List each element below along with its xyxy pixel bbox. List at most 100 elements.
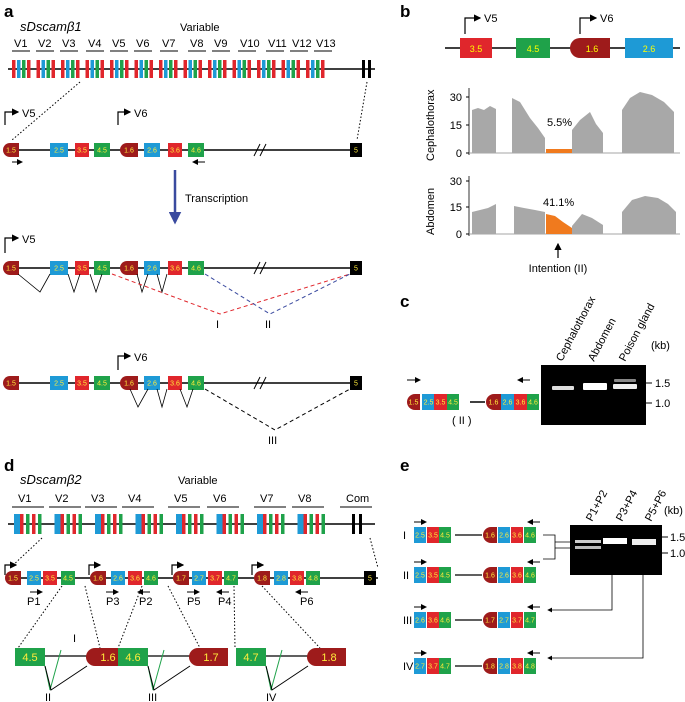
exon-label: 3.7 xyxy=(210,576,220,583)
exon-box xyxy=(427,567,439,583)
exon-label: 4.5 xyxy=(63,576,73,583)
exon-box xyxy=(50,261,68,275)
exon-bar xyxy=(296,60,300,78)
gene-name-d: sDscamβ2 xyxy=(20,472,82,487)
exon-bar xyxy=(38,514,42,534)
exon-box xyxy=(414,612,426,628)
panel-label-e: e xyxy=(400,456,409,475)
exon-bar xyxy=(257,60,261,78)
exon-bar xyxy=(51,60,55,78)
exon-label: 1.6 xyxy=(93,576,103,583)
panel-label-d: d xyxy=(4,456,14,475)
exon-bar xyxy=(281,514,285,534)
exon-label: 1.7 xyxy=(176,576,186,583)
isoform-label: IV xyxy=(266,692,277,702)
exon-box xyxy=(168,261,182,275)
exon-bar xyxy=(32,514,36,534)
exon-label: 2.5 xyxy=(415,573,425,580)
svg-text:0: 0 xyxy=(456,229,462,241)
exon-label-v7: V7 xyxy=(260,493,273,505)
exon-label: 1.8 xyxy=(257,576,267,583)
primer-label-p6: P6 xyxy=(300,596,313,608)
promoter-v6-label: V6 xyxy=(134,108,147,120)
exon-box xyxy=(439,658,451,674)
exon-box xyxy=(144,376,160,390)
exon-label: 4.7 xyxy=(243,652,258,664)
transcription-label: Transcription xyxy=(185,193,248,205)
exon-box xyxy=(15,648,45,666)
exon-bar xyxy=(321,60,325,78)
svg-text:P1+P2: P1+P2 xyxy=(584,488,610,523)
exon-box xyxy=(94,261,110,275)
exon-box xyxy=(120,143,138,157)
exon-label: 1.6 xyxy=(100,652,115,664)
exon-box xyxy=(188,376,204,390)
exon-label-v11: V11 xyxy=(268,38,287,50)
variable-label-d: Variable xyxy=(178,475,218,487)
exon-bar xyxy=(359,514,362,534)
exon-bar xyxy=(41,60,45,78)
exon-label: 1.5 xyxy=(409,400,419,407)
svg-text:1.6: 1.6 xyxy=(586,44,599,54)
exon-bar xyxy=(198,60,202,78)
exon-bar xyxy=(107,514,111,534)
exon-label: 1.7 xyxy=(203,652,218,664)
gene-strip-d xyxy=(8,514,375,534)
exon-box xyxy=(527,394,539,410)
exon-bar xyxy=(218,60,222,78)
exon-box xyxy=(486,394,501,410)
exon-box xyxy=(5,571,21,585)
exon-label: 3.5 xyxy=(428,533,438,540)
exon-label: 3.5 xyxy=(77,381,87,388)
exon-box xyxy=(422,394,435,410)
exon-label-v2: V2 xyxy=(55,493,68,505)
exon-label: 4.6 xyxy=(125,652,140,664)
coverage-highlight-cephalothorax xyxy=(546,149,572,153)
exon-box xyxy=(128,571,142,585)
exon-bar xyxy=(223,60,227,78)
exon-label: 4.6 xyxy=(525,573,535,580)
exon-box xyxy=(208,571,222,585)
exon-box xyxy=(439,527,451,543)
exon-box xyxy=(290,571,304,585)
exon-bar xyxy=(352,514,355,534)
exon-box xyxy=(414,658,426,674)
exon-label: 5 xyxy=(368,576,372,583)
zoom-line-right-d xyxy=(369,537,379,569)
exon-bar xyxy=(237,60,241,78)
exon-label-v1: V1 xyxy=(18,493,31,505)
exon-label: 4.5 xyxy=(448,400,458,407)
exon-box xyxy=(427,658,439,674)
exon-box xyxy=(364,571,376,585)
exon-label: 1.6 xyxy=(489,400,499,407)
exon-label-v5: V5 xyxy=(174,493,187,505)
svg-text:0: 0 xyxy=(456,148,462,160)
isoform-II-label: II xyxy=(265,319,271,331)
exon-box xyxy=(188,143,204,157)
svg-text:2.6: 2.6 xyxy=(643,44,656,54)
exon-label: 3.5 xyxy=(428,573,438,580)
exon-label: 4.8 xyxy=(525,664,535,671)
exon-bar xyxy=(182,514,186,534)
promoter-v6-b: V6 xyxy=(600,13,613,25)
exon-bar xyxy=(110,60,114,78)
gel-connectors-e xyxy=(543,534,644,661)
exon-box xyxy=(498,527,510,543)
exon-box xyxy=(434,394,447,410)
exon-label: 4.5 xyxy=(440,573,450,580)
exon-label: 3.7 xyxy=(512,618,522,625)
exon-box xyxy=(498,567,510,583)
exon-bar xyxy=(183,60,187,78)
exon-box xyxy=(43,571,57,585)
exon-box xyxy=(427,612,439,628)
exon-label: 3.6 xyxy=(516,400,526,407)
exon-box xyxy=(120,376,138,390)
isoform-label: I xyxy=(73,633,76,645)
exon-label: 1.5 xyxy=(6,266,16,273)
gel-lane-labels-c: Cephalothorax Abdomen Poison gland xyxy=(554,294,657,363)
exon-bar xyxy=(46,60,50,78)
